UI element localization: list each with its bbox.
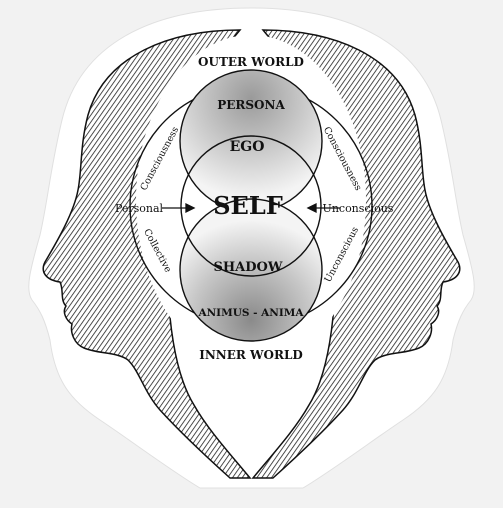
ego-label: EGO	[230, 139, 265, 155]
animus-anima-label: ANIMUS - ANIMA	[197, 307, 304, 319]
self-label: SELF	[213, 191, 283, 220]
shadow-circle	[179, 198, 323, 342]
right-arrow	[306, 202, 340, 214]
personal-label: Personal	[115, 202, 164, 215]
ego-circle	[180, 135, 322, 277]
outer-world-label: OUTER WORLD	[198, 55, 304, 69]
inner-world-label: INNER WORLD	[199, 348, 303, 362]
unconscious-right-label: Unconscious	[323, 202, 394, 215]
left-arrow	[162, 202, 196, 214]
persona-label: PERSONA	[217, 98, 285, 112]
shadow-label: SHADOW	[214, 260, 283, 275]
